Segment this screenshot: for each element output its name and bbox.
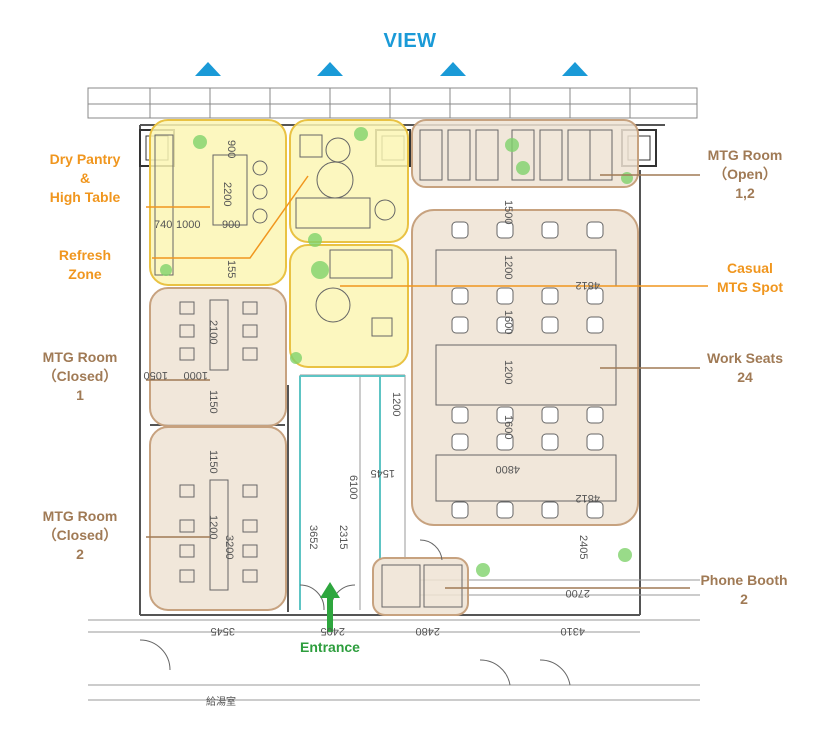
plant [618,548,632,562]
dim-label: 1200 [502,360,514,384]
dim-label: 3545 [211,625,235,637]
zone-mtg-open [411,119,639,188]
work-chair [586,287,604,305]
label-mtg-closed-1: MTG Room （Closed） 1 [42,349,118,403]
plant [516,161,530,175]
dim-label: 1150 [207,390,219,414]
entrance-label: Entrance [300,639,360,655]
dim-label: 4812 [576,492,600,504]
dim-label: 1545 [371,467,395,479]
dim-label: 900 [225,140,237,158]
work-chair [451,501,469,519]
work-chair [586,501,604,519]
leader-lines [146,174,708,589]
work-chair [496,433,514,451]
work-chair [451,406,469,424]
work-chairs [451,221,604,519]
kitchen-label: 給湯室 [206,697,236,708]
zone-casual [289,244,409,368]
view-arrow-3 [440,62,466,76]
label-work-seats: Work Seats 24 [707,350,783,385]
dim-label: 4800 [496,463,520,475]
work-chair [496,221,514,239]
work-chair [541,433,559,451]
work-chair [451,221,469,239]
plant [290,352,302,364]
dim-label: 1600 [502,310,514,334]
dim-label: 3200 [223,535,235,559]
zone-dry-pantry [149,119,287,286]
dim-label: 1500 [502,200,514,224]
work-chair [496,501,514,519]
work-chair [496,316,514,334]
dim-label: 1200 [390,392,402,416]
work-chair [586,406,604,424]
dim-label: 1000 [176,219,200,231]
work-chair [541,406,559,424]
dimension-labels: 900 2200 1000 740 900 155 1500 1200 1600… [144,140,600,637]
dim-label: 4812 [576,279,600,291]
label-dry-pantry: Dry Pantry & High Table [49,151,121,205]
label-refresh-zone: Refresh Zone [58,247,112,282]
view-arrow-4 [562,62,588,76]
work-chair [541,287,559,305]
dim-label: 3652 [307,525,319,549]
label-phone-booth: Phone Booth 2 [700,572,788,607]
plant [311,261,329,279]
dim-label: 1000 [184,369,208,381]
plant [193,135,207,149]
work-chair [586,316,604,334]
dim-label: 1200 [207,515,219,539]
zone-refresh [289,119,409,243]
dim-label: 2100 [207,320,219,344]
work-chair [541,316,559,334]
beige-zones [149,119,639,616]
plant [505,138,519,152]
dim-label: 4310 [561,625,585,637]
dim-label: 2200 [221,182,233,206]
work-chair [541,501,559,519]
work-chair [496,406,514,424]
dim-label: 1600 [502,415,514,439]
dim-label: 900 [222,219,240,231]
label-casual-mtg: Casual MTG Spot [716,260,784,295]
dim-label: 2700 [566,587,590,599]
view-arrow-2 [317,62,343,76]
label-mtg-open: MTG Room （Open） 1,2 [707,147,783,201]
entrance-wall [299,375,405,610]
dim-label: 1150 [207,450,219,474]
plant [308,233,322,247]
view-arrows [195,62,588,76]
dim-label: 2315 [337,525,349,549]
dim-label: 2405 [321,625,345,637]
work-chair [451,433,469,451]
work-chair [496,287,514,305]
label-mtg-closed-2: MTG Room （Closed） 2 [42,508,118,562]
work-chair [586,433,604,451]
plant [354,127,368,141]
entrance-arrow [320,582,340,632]
plant [476,563,490,577]
plant [621,172,633,184]
dim-label: 740 [154,219,172,231]
work-chair [451,316,469,334]
view-arrow-1 [195,62,221,76]
work-chair [586,221,604,239]
work-chair [451,287,469,305]
dim-label: 6100 [347,475,359,499]
window-band [87,87,698,119]
view-label: VIEW [383,30,437,52]
zone-mtg-closed-2 [149,426,287,611]
plant [160,264,172,276]
work-chair [541,221,559,239]
dim-label: 2405 [577,535,589,559]
dim-label: 155 [225,260,237,278]
dim-label: 1050 [144,369,168,381]
dim-label: 1200 [502,255,514,279]
dim-label: 2480 [416,625,440,637]
